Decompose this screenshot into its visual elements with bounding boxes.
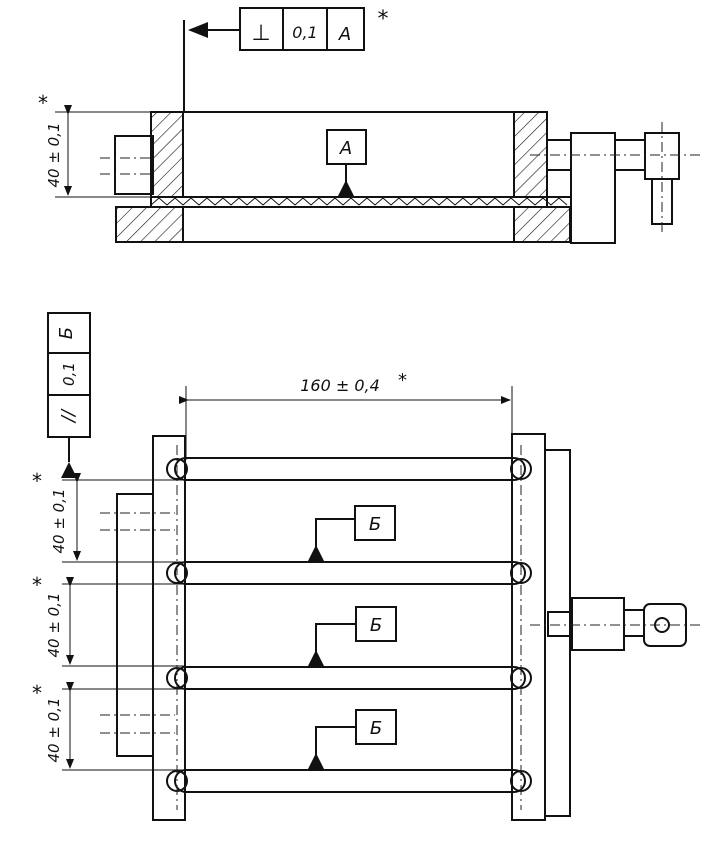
spacing-dimensions: 40 ± 0,1 * 40 ± 0,1 * 40 ± 0,1 *: [32, 469, 186, 771]
parallelism-triangle: [61, 462, 77, 478]
datum-b-2: Б: [308, 606, 397, 666]
datum-b-label: Б: [370, 718, 382, 739]
parallelism-frame: Б 0,1 //: [47, 312, 91, 478]
perpendicularity-datum: A: [338, 24, 351, 45]
datum-a-triangle: [338, 180, 354, 196]
top-view: ⊥ 0,1 A * A: [38, 7, 700, 244]
top-height-text: 40 ± 0,1: [45, 122, 63, 187]
datum-b-label: Б: [369, 514, 381, 535]
width-dim-star: *: [398, 370, 407, 391]
right-housing: [570, 132, 616, 244]
left-wall: [150, 111, 184, 198]
bar: [174, 457, 526, 481]
spacing-dim-text: 40 ± 0,1: [45, 697, 63, 762]
right-plate: [511, 433, 546, 821]
top-height-star: *: [38, 91, 48, 115]
datum-b-label: Б: [370, 615, 382, 636]
top-height-dimension: 40 ± 0,1 *: [38, 91, 151, 198]
datum-b-1: Б: [308, 505, 396, 561]
perpendicularity-tolerance: 0,1: [292, 23, 317, 42]
perpendicularity-star: *: [378, 7, 389, 32]
spacing-dim-text: 40 ± 0,1: [50, 488, 68, 553]
bar: [174, 666, 526, 690]
bar: [174, 561, 526, 585]
mesh-layer: [150, 197, 568, 206]
parallelism-tolerance: 0,1: [60, 362, 78, 386]
width-dimension: 160 ± 0,4 *: [179, 370, 513, 460]
perpendicularity-symbol: ⊥: [251, 21, 270, 46]
datum-a-label: A: [339, 138, 352, 159]
spacing-dim-text: 40 ± 0,1: [45, 592, 63, 657]
parallelism-symbol: //: [58, 408, 79, 424]
spacing-dim-star: *: [32, 469, 42, 493]
right-backing-plate: [544, 449, 571, 817]
width-dim-text: 160 ± 0,4: [300, 376, 380, 395]
perpendicularity-frame: ⊥ 0,1 A *: [183, 7, 389, 112]
datum-b-3: Б: [308, 709, 397, 769]
base-plate: [115, 206, 571, 243]
spacing-dim-star: *: [32, 573, 42, 597]
front-view: Б 0,1 // 160 ± 0,4 *: [32, 312, 700, 821]
front-right-housing: [571, 597, 625, 651]
parallelism-datum: Б: [56, 327, 77, 339]
bars: [166, 445, 532, 810]
left-stub: [114, 135, 154, 195]
spacing-dim-star: *: [32, 681, 42, 705]
bar: [174, 769, 526, 793]
left-plate: [152, 435, 186, 821]
left-block: [116, 493, 154, 757]
